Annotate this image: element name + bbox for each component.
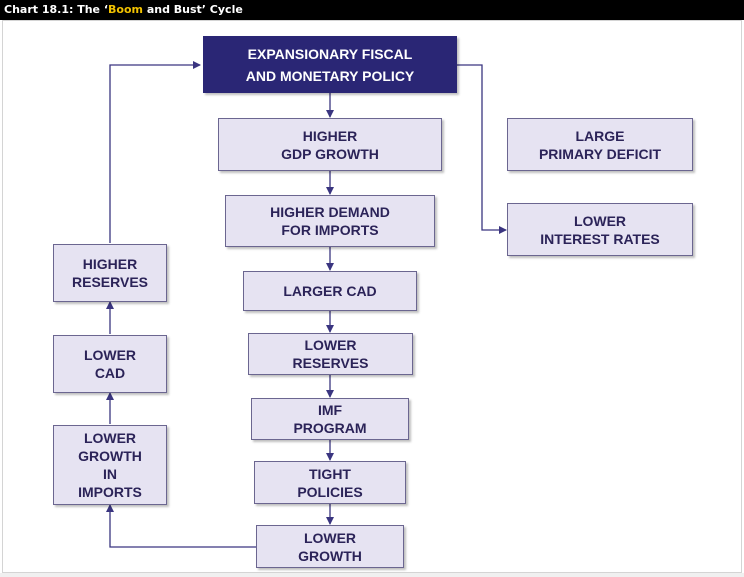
box-lower-growth-in-imports: LOWER GROWTH IN IMPORTS	[53, 425, 167, 505]
box-lower-reserves: LOWER RESERVES	[248, 333, 413, 375]
box-higher-reserves: HIGHER RESERVES	[53, 244, 167, 302]
box-large-primary-deficit: LARGE PRIMARY DEFICIT	[507, 118, 693, 171]
box-imf-program: IMF PROGRAM	[251, 398, 409, 440]
box-higher-gdp-growth: HIGHER GDP GROWTH	[218, 118, 442, 171]
box-lower-interest-rates: LOWER INTEREST RATES	[507, 203, 693, 256]
title-accent: Boom	[108, 3, 143, 16]
box-lower-growth: LOWER GROWTH	[256, 525, 404, 568]
title-prefix: Chart 18.1: The ‘	[4, 3, 109, 16]
box-expansionary-policy: EXPANSIONARY FISCAL AND MONETARY POLICY	[203, 36, 457, 93]
box-higher-demand-for-imports: HIGHER DEMAND FOR IMPORTS	[225, 195, 435, 247]
box-lower-cad: LOWER CAD	[53, 335, 167, 393]
bottom-strip	[0, 573, 744, 577]
title-suffix: and Bust’ Cycle	[142, 3, 243, 16]
chart-title: Chart 18.1: The ‘Boom and Bust’ Cycle	[0, 0, 744, 20]
box-larger-cad: LARGER CAD	[243, 271, 417, 311]
box-tight-policies: TIGHT POLICIES	[254, 461, 406, 504]
